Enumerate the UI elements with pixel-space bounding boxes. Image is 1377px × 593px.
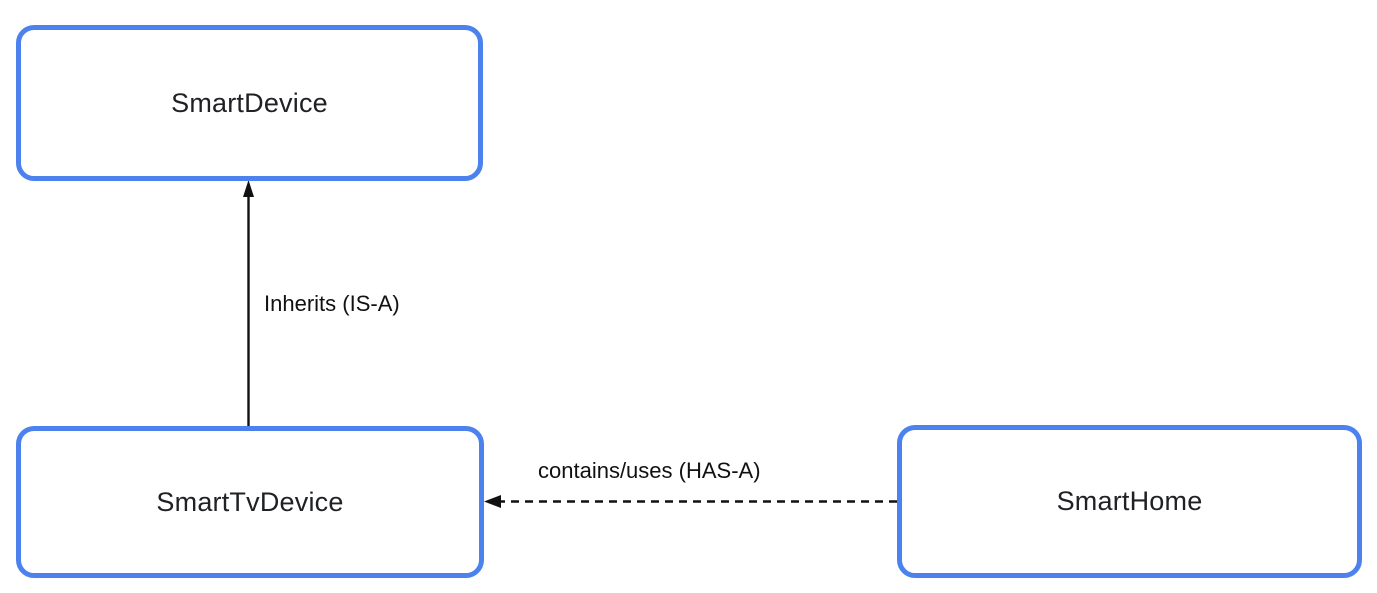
composition-arrow — [484, 495, 897, 508]
node-smart-device-label: SmartDevice — [171, 87, 328, 118]
composition-edge-label: contains/uses (HAS-A) — [538, 458, 761, 483]
node-smart-home-label: SmartHome — [1056, 486, 1203, 516]
node-smart-tv-device-label: SmartTvDevice — [156, 486, 344, 517]
inheritance-edge-label: Inherits (IS-A) — [264, 291, 400, 316]
inheritance-arrow — [243, 180, 254, 428]
node-smart-device: SmartDevice — [16, 25, 483, 181]
node-smart-home: SmartHome — [897, 425, 1362, 578]
node-smart-tv-device: SmartTvDevice — [16, 426, 484, 578]
